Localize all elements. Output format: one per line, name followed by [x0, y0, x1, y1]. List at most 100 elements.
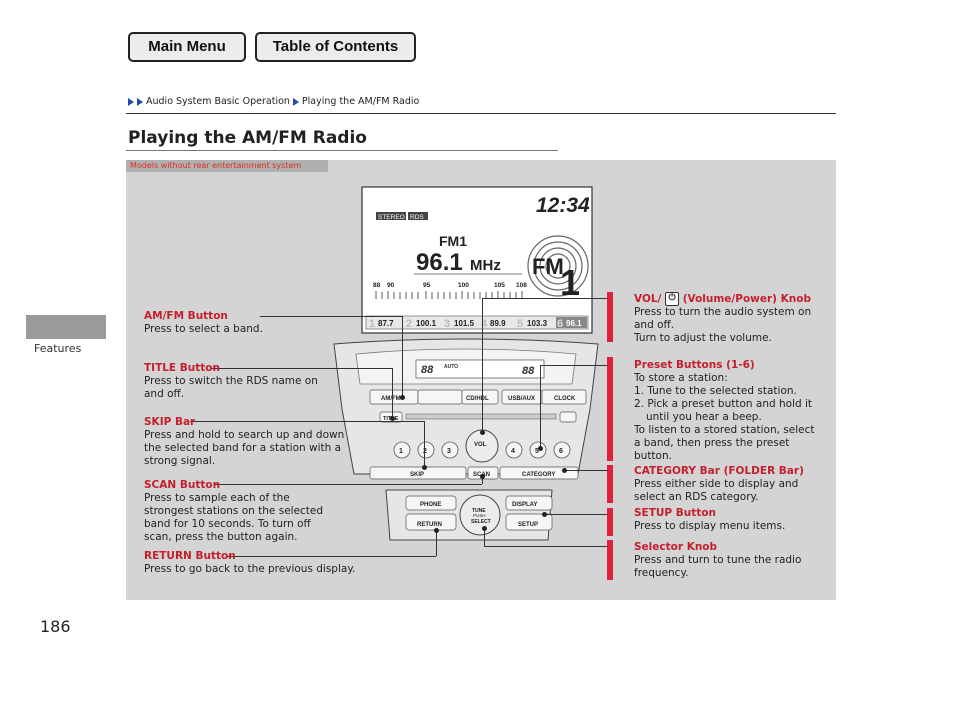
callout-selector-head: Selector Knob — [634, 541, 718, 553]
page-number: 186 — [40, 617, 71, 636]
display-button-label: DISPLAY — [512, 502, 537, 508]
leader-title — [212, 368, 392, 369]
radio-illustration: 12:34 STEREO RDS FM1 96.1 MHz FM 1 88 90… — [333, 186, 599, 541]
callout-vol-body2: Turn to adjust the volume. — [634, 332, 772, 344]
section-tab[interactable] — [26, 315, 106, 339]
skip-bar-label: SKIP — [410, 472, 424, 478]
callout-preset-l1: To store a station: — [634, 372, 728, 384]
preset-button-1[interactable] — [393, 441, 411, 459]
header-rule — [126, 113, 836, 114]
breadcrumb-link-audio[interactable]: Audio System Basic Operation — [146, 96, 290, 107]
red-bar-category — [607, 465, 613, 503]
callout-category: CATEGORY Bar (FOLDER Bar) Press either s… — [634, 465, 804, 504]
phone-button-label: PHONE — [420, 502, 441, 508]
mini-lcd-auto: AUTO — [444, 364, 458, 370]
callout-amfm-head: AM/FM Button — [144, 310, 228, 322]
callout-vol-body1: Press to turn the audio system on and of… — [634, 306, 812, 331]
svg-text:2: 2 — [423, 448, 427, 455]
mini-lcd — [415, 359, 545, 379]
selector-knob[interactable] — [459, 494, 501, 536]
preset-value: 103.3 — [527, 319, 548, 328]
callout-preset-l2: 1. Tune to the selected station. — [634, 385, 797, 397]
callout-preset-head: Preset Buttons (1-6) — [634, 359, 755, 371]
callout-title-body: Press to switch the RDS name on and off. — [144, 375, 318, 400]
callout-setup: SETUP Button Press to display menu items… — [634, 507, 804, 533]
main-menu-button[interactable]: Main Menu — [128, 32, 246, 62]
setup-button[interactable] — [505, 513, 553, 531]
pointer-dot — [390, 416, 395, 421]
selector-knob-tune: TUNE — [472, 508, 486, 514]
callout-vol-head-a: VOL/ — [634, 293, 662, 305]
preset-button-3[interactable] — [441, 441, 459, 459]
display-button[interactable] — [505, 495, 553, 511]
callout-vol-head-b: (Volume/Power) Knob — [682, 293, 811, 305]
scan-button[interactable] — [467, 466, 499, 480]
return-button[interactable] — [405, 513, 457, 531]
cd-button-label: CD/HDL — [466, 396, 489, 402]
callout-selector-body: Press and turn to tune the radio frequen… — [634, 554, 802, 579]
selector-knob-push: PUSH — [473, 513, 486, 518]
cd-button[interactable] — [461, 389, 499, 405]
table-of-contents-button[interactable]: Table of Contents — [255, 32, 416, 62]
pointer-dot — [542, 512, 547, 517]
tuning-scale — [375, 291, 523, 299]
hd-button[interactable] — [417, 389, 463, 405]
clock-button-label: CLOCK — [554, 396, 576, 402]
scale-label: 90 — [387, 282, 395, 289]
pointer-dot — [400, 395, 405, 400]
amfm-button-label: AM/FM — [381, 396, 401, 402]
leader-category — [564, 470, 608, 471]
leader-amfm-v — [402, 316, 403, 397]
title-rule — [126, 150, 558, 151]
category-bar-label: CATEGORY — [522, 472, 555, 478]
preset-value: 89.9 — [490, 319, 506, 328]
breadcrumb-current[interactable]: Playing the AM/FM Radio — [301, 96, 420, 107]
preset-button-6[interactable] — [553, 441, 571, 459]
pointer-dot — [434, 528, 439, 533]
display-band: FM1 — [439, 233, 467, 249]
preset-number: 4 — [481, 318, 488, 330]
callout-amfm-body: Press to select a band. — [144, 323, 263, 335]
pointer-dot — [422, 465, 427, 470]
svg-text:3: 3 — [447, 448, 451, 455]
preset-value: 96.1 — [566, 319, 582, 328]
preset-number: 6 — [557, 318, 563, 330]
scale-label: 88 — [373, 282, 381, 289]
fm-badge-icon: FM 1 — [527, 235, 589, 303]
clock-button[interactable] — [541, 389, 587, 405]
pointer-dot — [562, 468, 567, 473]
callout-setup-body: Press to display menu items. — [634, 520, 786, 532]
preset-value: 100.1 — [416, 319, 437, 328]
callout-amfm: AM/FM Button Press to select a band. — [144, 310, 294, 336]
pointer-dot — [480, 430, 485, 435]
leader-preset-v — [540, 365, 541, 448]
display-screen — [361, 186, 593, 334]
eject-button[interactable] — [559, 411, 577, 423]
pointer-dot — [538, 446, 543, 451]
red-bar-preset — [607, 357, 613, 461]
preset-bar — [365, 315, 589, 330]
callout-vol: VOL/ ⏻ (Volume/Power) Knob Press to turn… — [634, 292, 814, 345]
scale-label: 95 — [423, 282, 431, 289]
leader-setup — [544, 514, 608, 515]
callout-preset-l3: 2. Pick a preset button and hold it unti… — [634, 398, 813, 423]
svg-text:5: 5 — [535, 448, 539, 455]
fm-badge-number: 1 — [560, 262, 580, 303]
skip-bar[interactable] — [369, 466, 467, 480]
preset-value: 101.5 — [454, 319, 475, 328]
leader-amfm — [260, 316, 402, 317]
category-bar[interactable] — [499, 466, 579, 480]
preset-button-4[interactable] — [505, 441, 523, 459]
svg-text:4: 4 — [511, 448, 515, 455]
return-button-label: RETURN — [417, 522, 442, 528]
svg-text:88: 88 — [522, 365, 535, 377]
rds-tag — [408, 212, 428, 220]
preset-button-2[interactable] — [417, 441, 435, 459]
leader-return — [226, 556, 436, 557]
phone-button[interactable] — [405, 495, 457, 511]
red-bar-vol — [607, 292, 613, 342]
stereo-tag-text: STEREO — [378, 214, 405, 221]
usb-button-label: USB/AUX — [508, 396, 535, 402]
scale-label: 100 — [458, 282, 469, 289]
pointer-dot — [480, 474, 485, 479]
